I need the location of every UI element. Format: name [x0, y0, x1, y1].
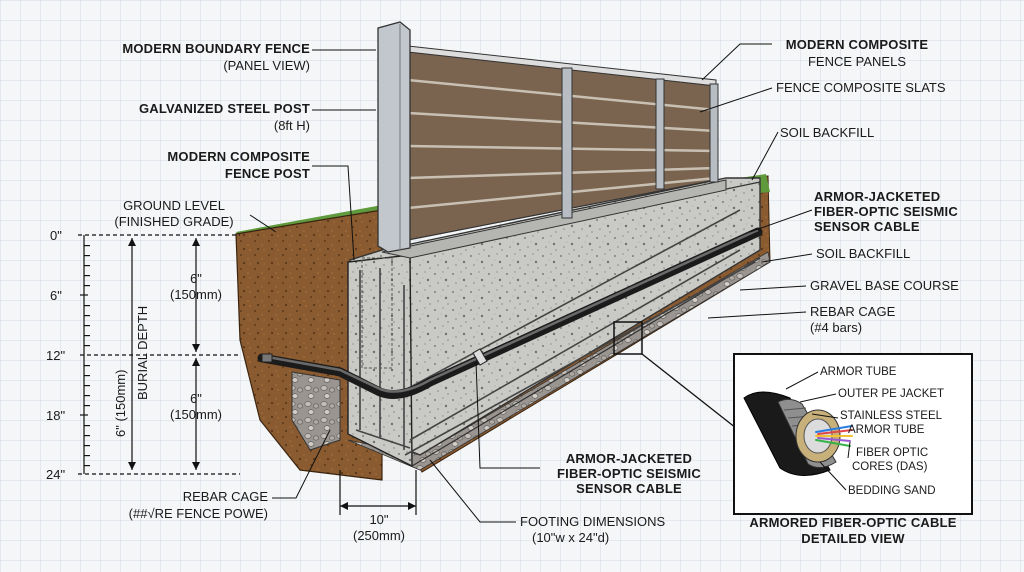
sensor-cable-bottom-line3: SENSOR CABLE [576, 481, 682, 496]
width-dim-metric: (250mm) [352, 528, 405, 543]
rebar-cage-left-sub: (##√RE FENCE POWE) [128, 506, 268, 521]
composite-post-title2: FENCE POST [224, 166, 310, 181]
galvanized-steel-post [377, 21, 411, 253]
leader-lines [249, 43, 813, 523]
depth-tick-6: 6" [50, 288, 62, 303]
ground-level-sub: (FINISHED GRADE) [114, 214, 234, 229]
rebar-cage-right-title: REBAR CAGE [810, 304, 896, 319]
rebar-cage-right-sub: (#4 bars) [810, 320, 863, 335]
detail-view-panel [733, 353, 973, 515]
ground-level-title: GROUND LEVEL [123, 198, 225, 213]
detail-stainless-2: ARMOR TUBE [848, 424, 925, 436]
detail-caption-1: ARMORED FIBER-OPTIC CABLE [749, 515, 957, 530]
sensor-cable-right-line2: FIBER-OPTIC SEISMIC [814, 204, 958, 219]
footing-dim-title: FOOTING DIMENSIONS [520, 514, 666, 529]
steel-post-title: GALVANIZED STEEL POST [138, 101, 310, 116]
depth-tick-24: 24" [46, 467, 66, 482]
depth-tick-12: 12" [46, 348, 66, 363]
width-dim-value: 10" [369, 512, 389, 527]
seg2-value: 6" [190, 391, 202, 406]
steel-post-sub: (8ft H) [273, 118, 310, 133]
sensor-cable-right-line1: ARMOR-JACKETED [814, 189, 941, 204]
intermediate-post [561, 67, 573, 219]
depth-axis-label: 6" (150mm) [113, 369, 128, 437]
boundary-fence-title: MODERN BOUNDARY FENCE [122, 41, 310, 56]
sensor-cable-bottom-line1: ARMOR-JACKETED [565, 451, 693, 466]
composite-panels-title: MODERN COMPOSITE [785, 37, 929, 52]
detail-fiber-1: FIBER OPTIC [856, 447, 929, 459]
footing-dim-sub: (10"w x 24"d) [532, 530, 610, 545]
boundary-fence-sub: (PANEL VIEW) [223, 58, 310, 73]
detail-bedding-sand: BEDDING SAND [848, 485, 936, 497]
depth-tick-18: 18" [46, 408, 66, 423]
sensor-cable-bottom-line2: FIBER-OPTIC SEISMIC [557, 466, 701, 481]
detail-callout-box [613, 321, 643, 355]
soil-backfill-label: SOIL BACKFILL [816, 246, 911, 261]
seg2-metric: (150mm) [169, 407, 222, 422]
detail-stainless-1: STAINLESS STEEL [840, 410, 943, 422]
seg1-value: 6" [190, 271, 202, 286]
composite-panels-sub: FENCE PANELS [807, 54, 906, 69]
gravel-base-label: GRAVEL BASE COURSE [810, 278, 959, 293]
soil-backfill-top-label: SOIL BACKFILL [780, 125, 875, 140]
detail-fiber-2: CORES (DAS) [852, 461, 928, 473]
detail-outer-jacket: OUTER PE JACKET [838, 388, 945, 400]
depth-scale [78, 234, 417, 515]
sensor-cable-right-line3: SENSOR CABLE [814, 219, 920, 234]
composite-post-title: MODERN COMPOSITE [167, 149, 310, 164]
seg1-metric: (150mm) [169, 287, 222, 302]
depth-tick-0: 0" [50, 228, 62, 243]
intermediate-post [655, 78, 665, 190]
composite-slats-label: FENCE COMPOSITE SLATS [776, 80, 946, 95]
rebar-cage [355, 209, 756, 456]
rebar-cage-left-title: REBAR CAGE [182, 489, 268, 504]
end-post [709, 83, 719, 183]
sensor-cable [257, 227, 763, 399]
depth-axis-label2: BURIAL DEPTH [135, 305, 150, 400]
gravel-base-left [291, 371, 341, 451]
detail-armor-tube: ARMOR TUBE [820, 366, 897, 378]
detail-caption-2: DETAILED VIEW [801, 531, 905, 546]
